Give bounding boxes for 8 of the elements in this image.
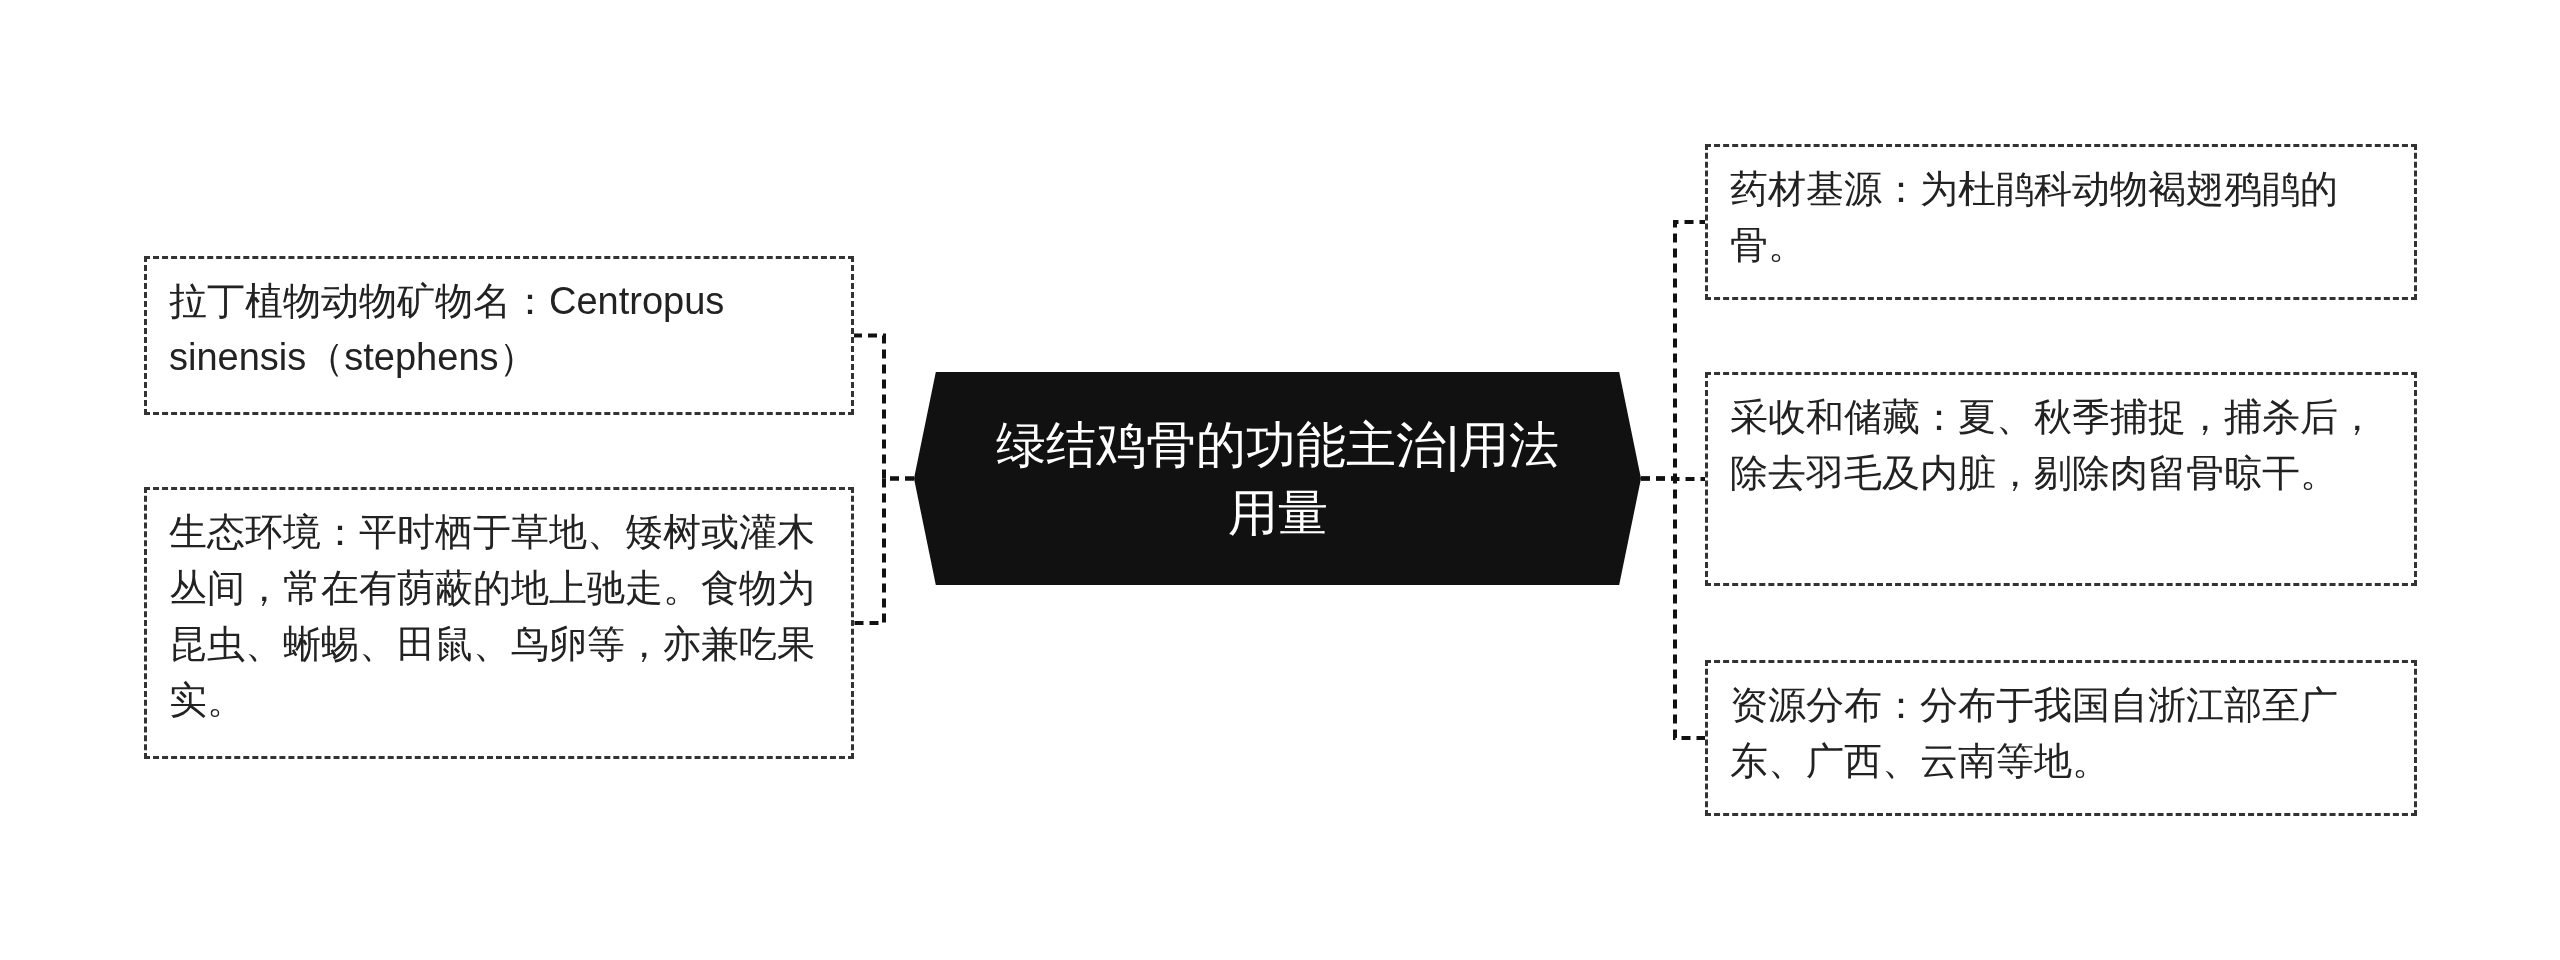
text-box: 资源分布：分布于我国自浙江部至广东、广西、云南等地。 xyxy=(1705,660,2417,816)
text-box: 生态环境：平时栖于草地、矮树或灌木丛间，常在有荫蔽的地上驰走。食物为昆虫、蜥蜴、田鼠、鸟卵等，亦兼吃果实。 xyxy=(144,487,854,759)
connector xyxy=(1641,476,1705,740)
connector xyxy=(854,476,914,625)
text-box: 采收和储藏：夏、秋季捕捉，捕杀后，除去羽毛及内脏，剔除肉留骨晾干。 xyxy=(1705,372,2417,586)
central-topic: 绿结鸡骨的功能主治|用法用量 xyxy=(914,372,1641,585)
text-box: 拉丁植物动物矿物名：Centropus sinensis（stephens） xyxy=(144,256,854,415)
text-box: 药材基源：为杜鹃科动物褐翅鸦鹃的骨。 xyxy=(1705,144,2417,300)
